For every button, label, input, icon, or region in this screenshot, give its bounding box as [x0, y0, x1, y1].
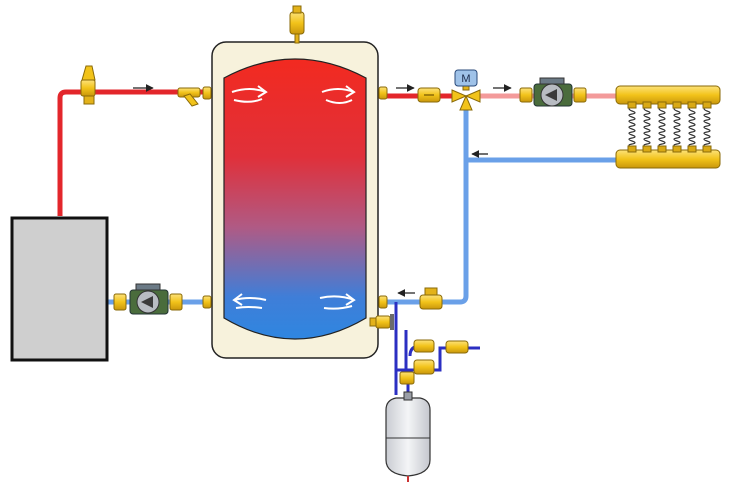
loop-connector — [657, 145, 667, 153]
manifold-loop — [628, 103, 636, 151]
makeup-water-assembly — [399, 339, 469, 385]
air-vent-icon — [289, 5, 305, 44]
union-fitting — [378, 86, 388, 100]
three-way-mixing-valve-icon: M — [451, 69, 481, 111]
loop-connector — [672, 145, 682, 153]
union-fitting — [202, 86, 212, 100]
union-fitting — [202, 295, 212, 309]
tank-vessel — [223, 58, 367, 340]
loop-connector — [657, 101, 667, 109]
loop-connector — [687, 145, 697, 153]
y-strainer-icon — [177, 87, 201, 107]
manifold-loop — [658, 103, 666, 151]
circulator-pump-icon — [519, 77, 587, 107]
loop-connector — [642, 145, 652, 153]
manifold-loop — [673, 103, 681, 151]
loop-connector — [627, 145, 637, 153]
loop-connector — [642, 101, 652, 109]
tank-flow-arrows — [231, 85, 356, 310]
backflow-preventer-icon — [413, 359, 435, 375]
return-manifold-bar — [615, 149, 721, 169]
boiler-circulator-icon — [113, 283, 183, 315]
isolation-valve-icon — [399, 371, 415, 385]
buffer-tank — [211, 41, 379, 359]
loop-connector — [702, 101, 712, 109]
relief-valve-icon — [80, 65, 96, 105]
loop-connector — [687, 101, 697, 109]
drain-valve-icon — [369, 314, 394, 330]
tank-port-fittings — [202, 86, 388, 309]
manifold-loop — [643, 103, 651, 151]
check-valve-icon — [417, 87, 441, 103]
manifold-loop — [688, 103, 696, 151]
loop-connector — [702, 145, 712, 153]
boiler — [10, 216, 109, 362]
loop-connector — [672, 101, 682, 109]
pressure-reducing-valve-icon — [413, 339, 435, 353]
return-valve-icon — [419, 287, 443, 310]
makeup-pipe — [394, 302, 480, 395]
shutoff-valve-icon — [445, 340, 469, 354]
manifold-loops — [627, 101, 712, 153]
actuator-label: M — [461, 73, 470, 85]
manifold-loop — [703, 103, 711, 151]
supply-manifold-bar — [615, 85, 721, 105]
valve-actuator — [454, 69, 478, 87]
loop-connector — [627, 101, 637, 109]
manifold-return-pipe — [378, 157, 620, 305]
pipe-flow-arrows — [133, 84, 512, 297]
radiant-manifold-icon — [615, 85, 721, 169]
expansion-tank-icon — [385, 391, 431, 482]
boiler-supply-pipe — [57, 89, 210, 216]
union-fitting — [378, 295, 388, 309]
